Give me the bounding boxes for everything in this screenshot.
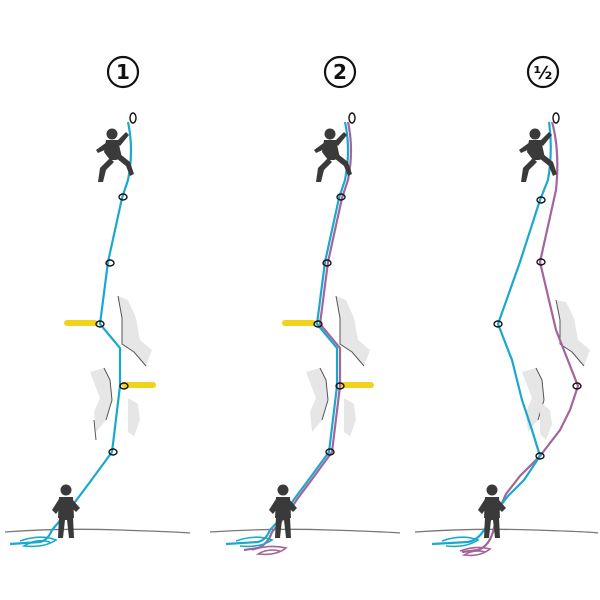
sling — [340, 382, 374, 388]
sling — [64, 320, 98, 326]
rock-feature — [90, 295, 152, 441]
quickdraws — [313, 112, 356, 456]
rope-blue — [9, 121, 133, 546]
rope-coil-purple — [251, 545, 288, 556]
rope-blue — [431, 121, 552, 546]
badge-1: 1 — [106, 55, 140, 89]
rope-blue — [225, 121, 350, 546]
panel-half: ½ — [431, 55, 590, 557]
rope-coil-purple — [459, 546, 492, 557]
panel-single: 1 — [9, 55, 156, 548]
badge-half: ½ — [526, 55, 560, 89]
rope-coil — [19, 536, 58, 548]
badge-1-label: 1 — [116, 60, 130, 84]
rock-feature — [522, 299, 590, 440]
panel-twin: 2 — [225, 55, 374, 556]
sling — [122, 382, 156, 388]
rope-purple — [243, 121, 353, 552]
quickdraws — [493, 112, 582, 460]
badge-2: 2 — [323, 55, 357, 89]
rope-purple — [461, 121, 580, 554]
sling — [282, 320, 316, 326]
rope-coil — [235, 536, 274, 548]
badge-half-label: ½ — [534, 63, 553, 84]
quickdraws — [95, 112, 137, 456]
badge-2-label: 2 — [333, 60, 347, 84]
rock-feature — [306, 295, 370, 436]
rope-coil — [441, 536, 480, 548]
ground — [4, 528, 599, 534]
